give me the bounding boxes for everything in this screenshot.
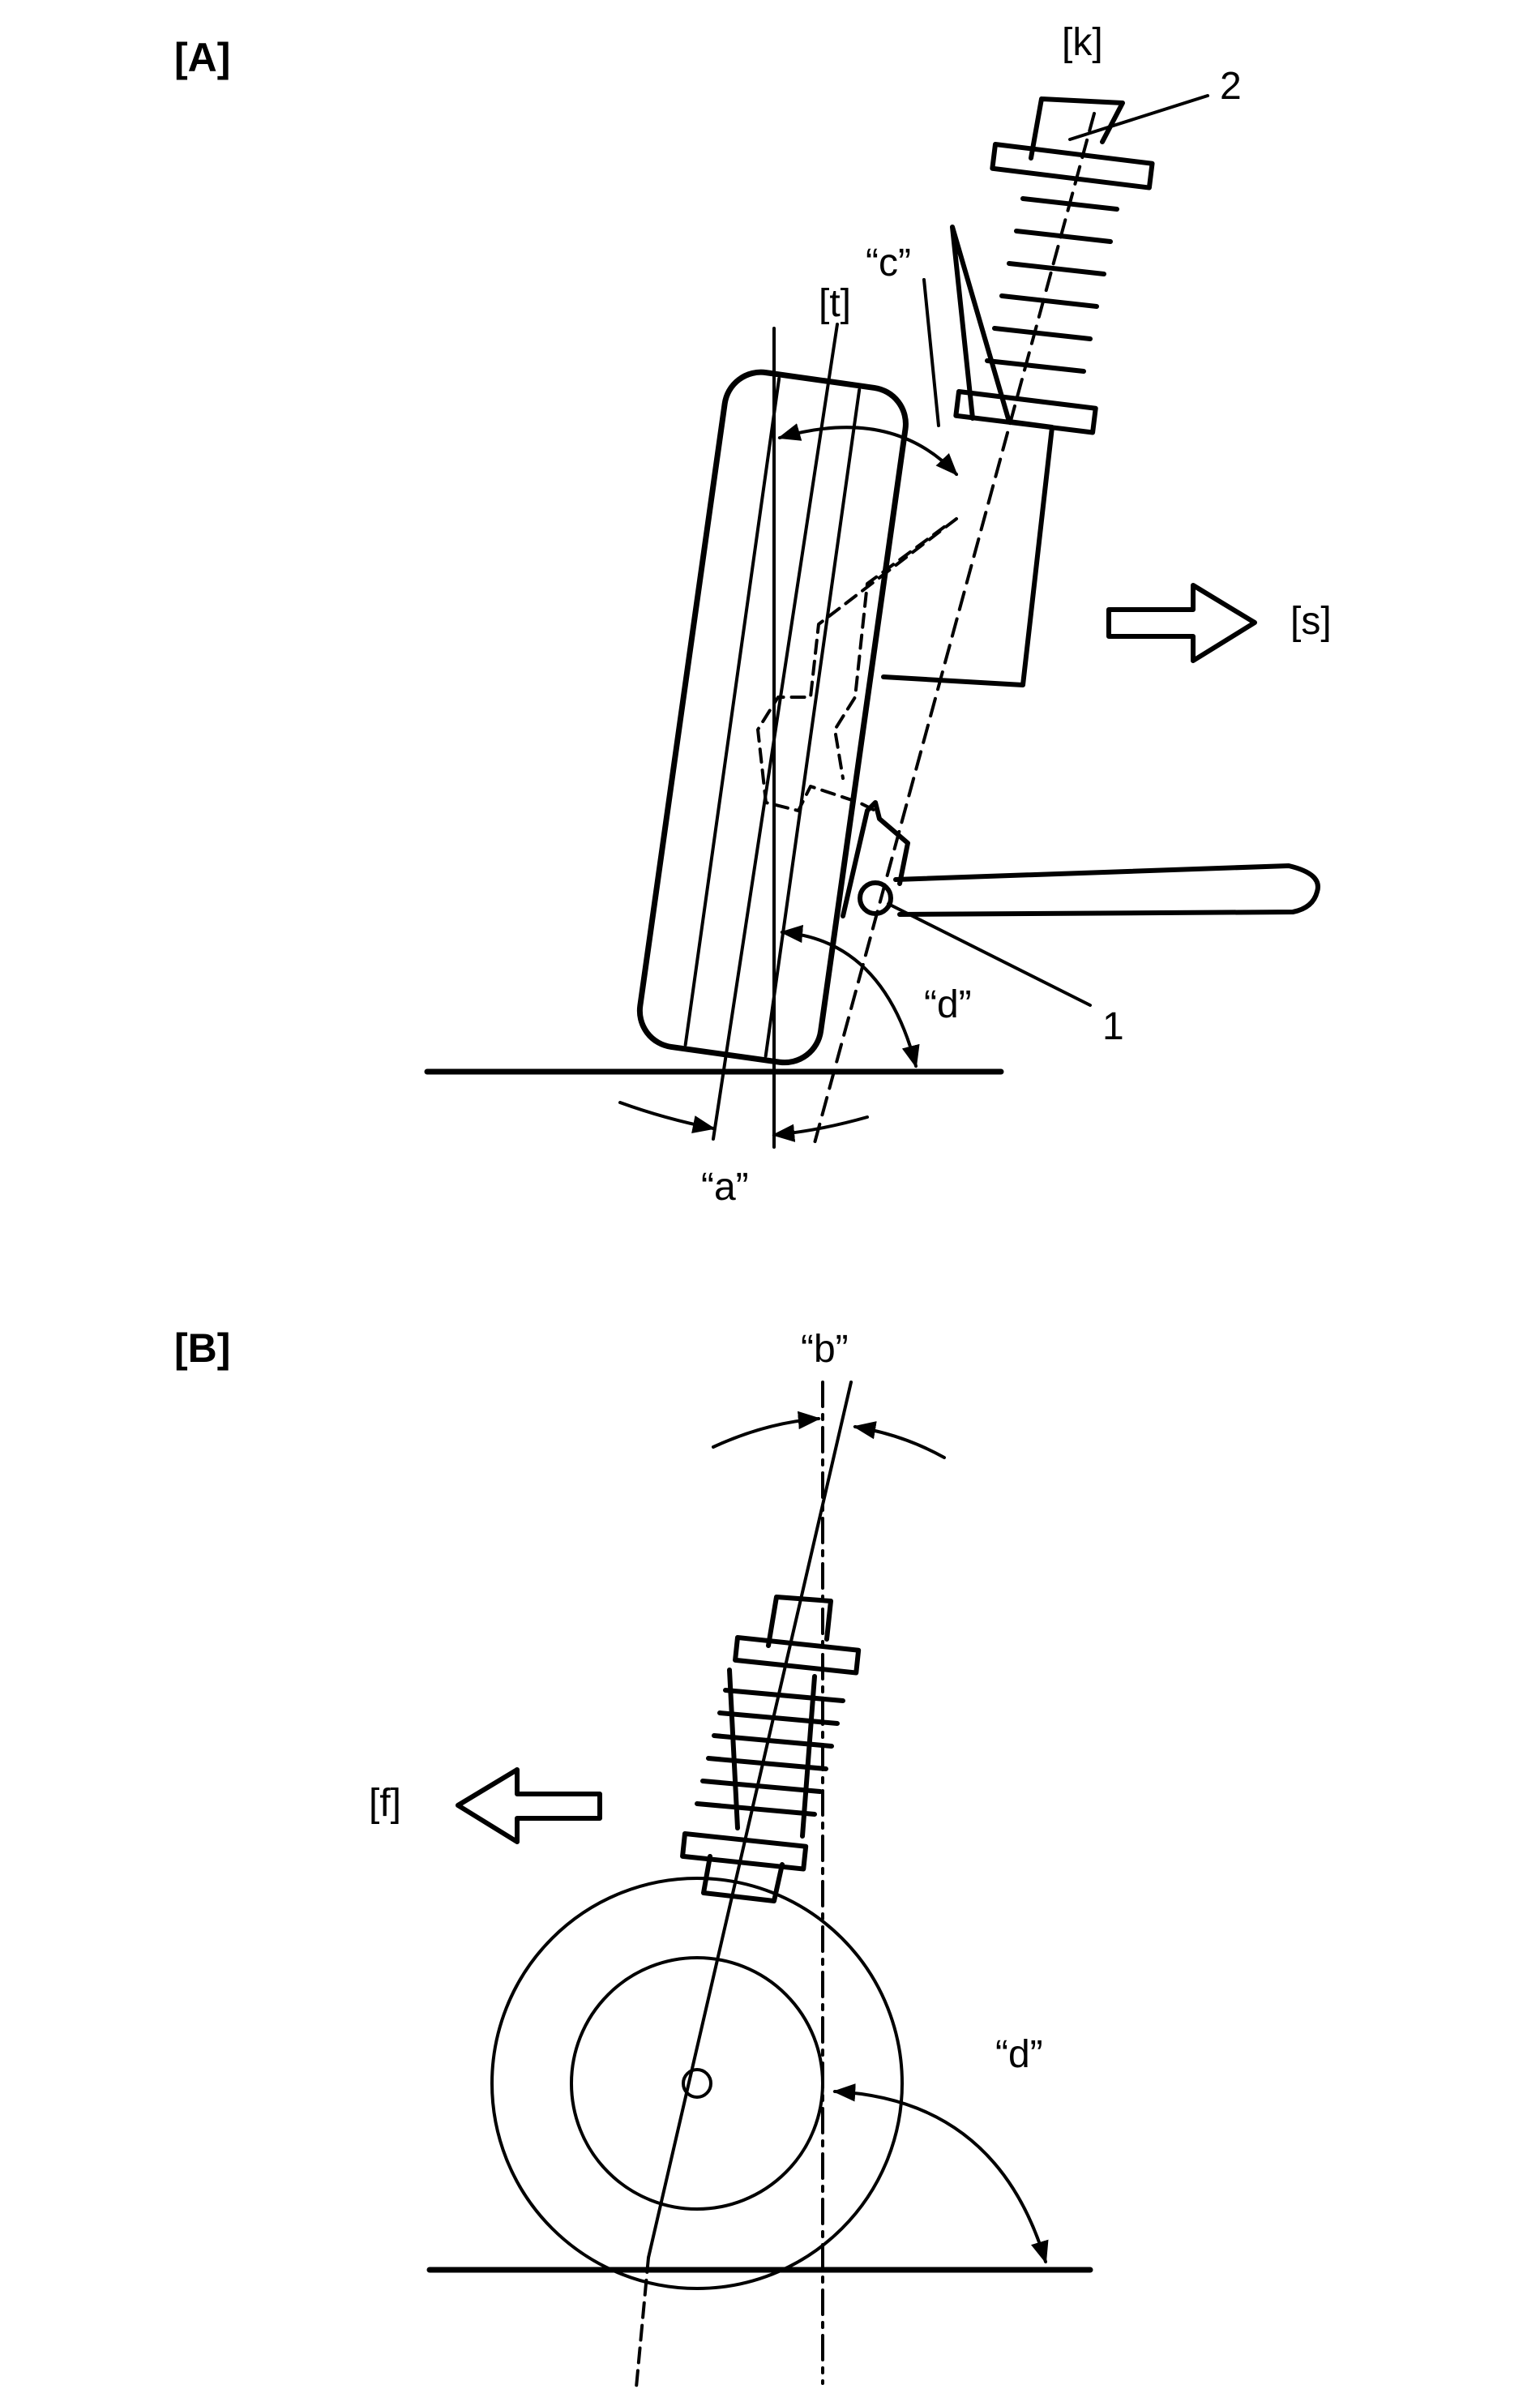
- label-t: [t]: [819, 282, 851, 325]
- wheel-inner: [570, 1956, 824, 2211]
- coil-spring-a: [985, 196, 1119, 374]
- label-s: [s]: [1290, 600, 1332, 643]
- strut-body-b: [701, 1854, 785, 1903]
- label-1: 1: [1102, 1005, 1124, 1048]
- ball-joint: [858, 880, 893, 916]
- steering-knuckle: [756, 517, 958, 812]
- label-d-a: “d”: [924, 983, 972, 1026]
- caster-arc-right: [853, 1421, 946, 1459]
- caster-arc-left: [712, 1411, 821, 1449]
- side-direction-arrow: [1106, 583, 1257, 663]
- label-2: 2: [1220, 65, 1242, 108]
- leader-line-1: [887, 902, 1092, 1007]
- wheel-hub: [682, 2068, 712, 2099]
- upper-spring-seat-b: [733, 1635, 862, 1676]
- knuckle-bracket: [841, 800, 910, 918]
- kingpin-angle-arc-b: [832, 2083, 1049, 2264]
- leader-line-c: [922, 278, 940, 427]
- panel-b: [B]: [174, 1325, 1093, 2389]
- lower-spring-seat: [953, 389, 1098, 435]
- label-f: [f]: [369, 1782, 401, 1825]
- kingpin-axis-b: [647, 1381, 853, 2259]
- panel-a: [A]: [174, 21, 1332, 1209]
- upper-spring-seat: [990, 142, 1155, 191]
- strut-body: [881, 225, 1054, 687]
- lower-control-arm: [893, 863, 1320, 917]
- coil-spring-b: [695, 1668, 845, 1839]
- leader-line-2: [1068, 94, 1209, 141]
- kingpin-angle-arc-a: [780, 924, 920, 1068]
- panel-b-label: [B]: [174, 1325, 230, 1371]
- included-angle-arc: [777, 423, 958, 477]
- strut-rod-b: [766, 1595, 833, 1648]
- lower-spring-seat-b: [680, 1831, 809, 1872]
- label-k: [k]: [1062, 21, 1103, 64]
- panel-a-label: [A]: [174, 35, 230, 80]
- camber-arc-left: [618, 1101, 716, 1134]
- label-d-b: “d”: [995, 2033, 1043, 2076]
- label-b: “b”: [801, 1328, 849, 1371]
- kingpin-axis-b-dashed: [635, 2256, 650, 2389]
- wheel-outer: [490, 1877, 904, 2290]
- label-a: “a”: [701, 1166, 749, 1209]
- forward-direction-arrow: [456, 1767, 602, 1844]
- camber-arc-right: [772, 1115, 869, 1142]
- label-c: “c”: [866, 242, 911, 285]
